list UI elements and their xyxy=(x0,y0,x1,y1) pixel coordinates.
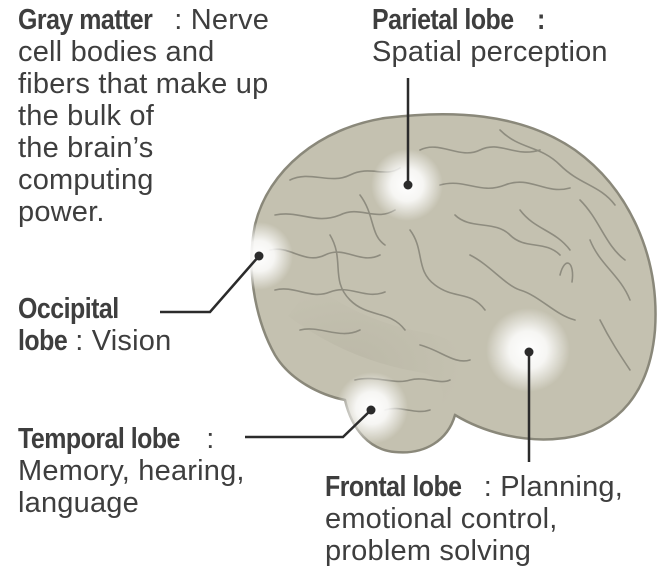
frontal-description: emotional control, problem solving xyxy=(325,503,558,567)
frontal-desc-first: Planning, xyxy=(500,471,623,503)
parietal-title: Parietal lobe xyxy=(372,4,514,36)
parietal-dot xyxy=(404,181,413,190)
occipital-lobe-label: Occipital lobe: Vision xyxy=(18,293,248,357)
frontal-lobe-label: Frontal lobe: Planning, emotional contro… xyxy=(325,471,670,567)
frontal-title: Frontal lobe xyxy=(325,471,462,503)
parietal-description: Spatial perception xyxy=(372,36,608,68)
temporal-description: Memory, hearing, language xyxy=(18,455,245,519)
gray-matter-description: cell bodies and fibers that make up the … xyxy=(18,36,268,228)
occipital-dot xyxy=(255,252,264,261)
frontal-dot xyxy=(525,348,534,357)
frontal-separator: : xyxy=(484,471,501,503)
occipital-description: Vision xyxy=(92,325,172,357)
occipital-title-line2: lobe xyxy=(18,325,67,357)
gray-matter-title: Gray matter xyxy=(18,4,152,36)
parietal-separator: : xyxy=(537,4,545,36)
temporal-separator: : xyxy=(206,423,214,455)
gray-matter-desc-first: Nerve xyxy=(191,4,269,36)
temporal-lobe-label: Temporal lobe: Memory, hearing, language xyxy=(18,423,298,519)
gray-matter-separator: : xyxy=(174,4,191,36)
occipital-separator: : xyxy=(75,325,92,357)
occipital-title-line1: Occipital xyxy=(18,293,119,325)
temporal-title: Temporal lobe xyxy=(18,423,180,455)
temporal-dot xyxy=(367,406,376,415)
parietal-lobe-label: Parietal lobe: Spatial perception xyxy=(372,4,662,68)
gray-matter-label: Gray matter: Nerve cell bodies and fiber… xyxy=(18,4,338,228)
